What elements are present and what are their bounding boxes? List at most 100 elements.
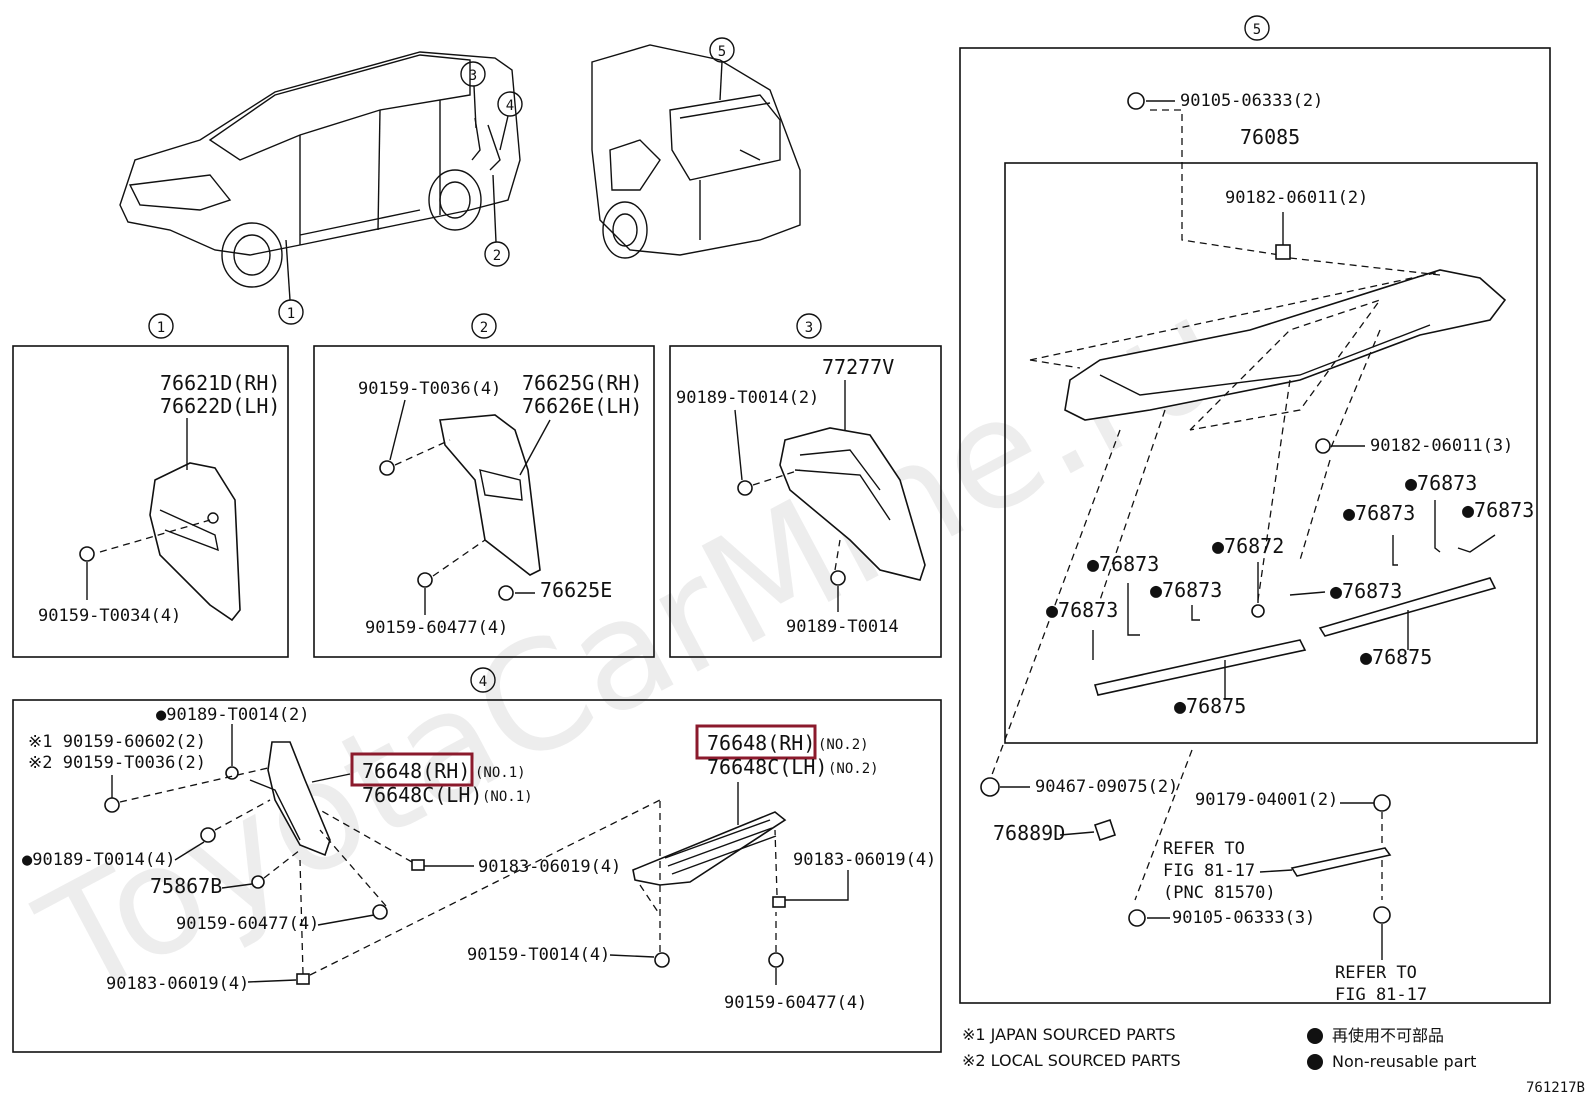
- vehicle-side-view: [119, 51, 521, 288]
- p4-label-b: ※1 90159-60602(2): [28, 732, 206, 752]
- p5-clip-f: [1392, 535, 1398, 566]
- p4-bolt-b: [104, 797, 120, 813]
- p5-bolt-u: [1128, 909, 1146, 927]
- p3-clip-bottom-label: 90189-T0014: [786, 617, 899, 637]
- p5-label-j: ●76873: [1150, 578, 1222, 602]
- p1-part-rh: 76621D(RH): [160, 371, 280, 395]
- p5-label-e: ●76873: [1405, 471, 1477, 495]
- p4-label-k: 76648C(LH): [362, 783, 482, 807]
- legend-local: ※2 LOCAL SOURCED PARTS: [962, 1051, 1181, 1070]
- callout-1-label: 1: [287, 306, 295, 322]
- p4-label-i: 76648(RH): [362, 759, 470, 783]
- callout-3-label: 3: [469, 68, 477, 84]
- p5-label-p: 76889D: [993, 821, 1065, 845]
- p4-label-e: 75867B: [150, 874, 222, 898]
- p5-label-o: 90467-09075(2): [1035, 777, 1178, 797]
- legend-nonreuse-en: Non-reusable part: [1332, 1052, 1476, 1071]
- p5-label-u: 90105-06333(3): [1172, 908, 1315, 928]
- p5-bolt-v: [1373, 906, 1391, 924]
- p2-bolt-bottom: [417, 572, 433, 588]
- p4-label-j: (NO.1): [475, 765, 526, 781]
- p4-label-p: (NO.2): [828, 761, 879, 777]
- p4-nut-g: [411, 859, 425, 871]
- legend-nonreuse-jp: 再使用不可部品: [1332, 1026, 1444, 1045]
- p5-label-s: FIG 81-17: [1163, 861, 1255, 881]
- p4-label-o: 76648C(LH): [707, 755, 827, 779]
- p4-bolt-s: [768, 952, 784, 968]
- p5-molding-76875-b: [1318, 577, 1497, 637]
- p5-label-h: ●76872: [1212, 534, 1284, 558]
- p5-label-a: 90105-06333(2): [1180, 91, 1323, 111]
- legend-japan: ※1 JAPAN SOURCED PARTS: [962, 1025, 1176, 1044]
- p3-clip-top: [737, 480, 753, 496]
- p4-bracket-no2: [632, 811, 787, 886]
- p4-label-r: 90159-T0014(4): [467, 945, 610, 965]
- p2-clip-label: 76625E: [540, 578, 612, 602]
- p5-label-b: 76085: [1240, 125, 1300, 149]
- p3-clip-bottom: [830, 570, 846, 586]
- panel-3-tag-label: 3: [805, 320, 813, 336]
- p4-label-a: ●90189-T0014(2): [156, 705, 310, 725]
- p4-nut-h: [296, 973, 310, 985]
- p5-clip-p: [1093, 818, 1117, 842]
- p4-label-d: ●90189-T0014(4): [22, 850, 176, 870]
- panel-3-tag: [796, 313, 822, 339]
- p5-clip-h: [1251, 604, 1265, 618]
- p5-label-r: REFER TO: [1163, 839, 1245, 859]
- p4-label-g: 90183-06019(4): [478, 857, 621, 877]
- p5-clip-j: [1191, 605, 1200, 621]
- panel-5-tag: [1244, 15, 1270, 41]
- p5-label-w: FIG 81-17: [1335, 985, 1427, 1005]
- p3-liner: [779, 427, 926, 581]
- p5-label-c: 90182-06011(2): [1225, 188, 1368, 208]
- p5-bolt-a: [1127, 92, 1145, 110]
- panel-3-frame: [669, 345, 942, 658]
- p5-nut-d: [1315, 438, 1331, 454]
- figure-code: 761217B: [1526, 1080, 1585, 1096]
- p4-highlight-no2: [695, 724, 817, 760]
- p5-label-i: ●76873: [1087, 552, 1159, 576]
- p5-stop-lamp: [1290, 847, 1392, 877]
- p4-label-q: 90183-06019(4): [793, 850, 936, 870]
- p4-bolt-e: [251, 875, 265, 889]
- p5-label-g: ●76873: [1462, 498, 1534, 522]
- legend-dot-icon-2: [1307, 1054, 1323, 1070]
- p5-label-q: 90179-04001(2): [1195, 790, 1338, 810]
- p4-label-h: 90183-06019(4): [106, 974, 249, 994]
- p5-label-t: (PNC 81570): [1163, 883, 1276, 903]
- p4-label-m: 76648(RH): [707, 731, 815, 755]
- p4-nut-q: [772, 896, 786, 908]
- p5-clip-o: [980, 777, 1000, 797]
- panel-1-tag: [148, 313, 174, 339]
- p2-part-rh: 76625G(RH): [522, 371, 642, 395]
- panel-2-tag-label: 2: [480, 320, 488, 336]
- callout-5-label: 5: [718, 44, 726, 60]
- callout-2: [484, 241, 510, 267]
- callout-4: [497, 91, 523, 117]
- vehicle-rear-view: [591, 44, 801, 259]
- p4-label-s: 90159-60477(4): [724, 993, 867, 1013]
- panel-5-inner-frame: [1004, 162, 1538, 744]
- callout-5: [709, 37, 735, 63]
- panel-1-tag-label: 1: [157, 320, 165, 336]
- p5-spoiler: [1064, 269, 1507, 421]
- p2-bolt-top-label: 90159-T0036(4): [358, 379, 501, 399]
- p5-label-f: ●76873: [1343, 501, 1415, 525]
- p2-part-lh: 76626E(LH): [522, 394, 642, 418]
- p2-clip: [498, 585, 514, 601]
- panel-5-frame: [959, 47, 1551, 1004]
- p5-label-d: 90182-06011(3): [1370, 436, 1513, 456]
- p4-highlight-no1: [350, 752, 474, 787]
- panel-5-tag-label: 5: [1253, 22, 1261, 38]
- p5-nut-c: [1275, 244, 1291, 260]
- p4-clip-a: [225, 766, 239, 780]
- panel-4-frame: [12, 699, 942, 1053]
- panel-2-frame: [313, 345, 655, 658]
- panel-4-tag-label: 4: [479, 674, 487, 690]
- callout-1: [278, 299, 304, 325]
- p5-clip-g: [1457, 534, 1496, 553]
- p5-clip-i: [1127, 583, 1140, 636]
- p5-label-n: ●76875: [1360, 645, 1432, 669]
